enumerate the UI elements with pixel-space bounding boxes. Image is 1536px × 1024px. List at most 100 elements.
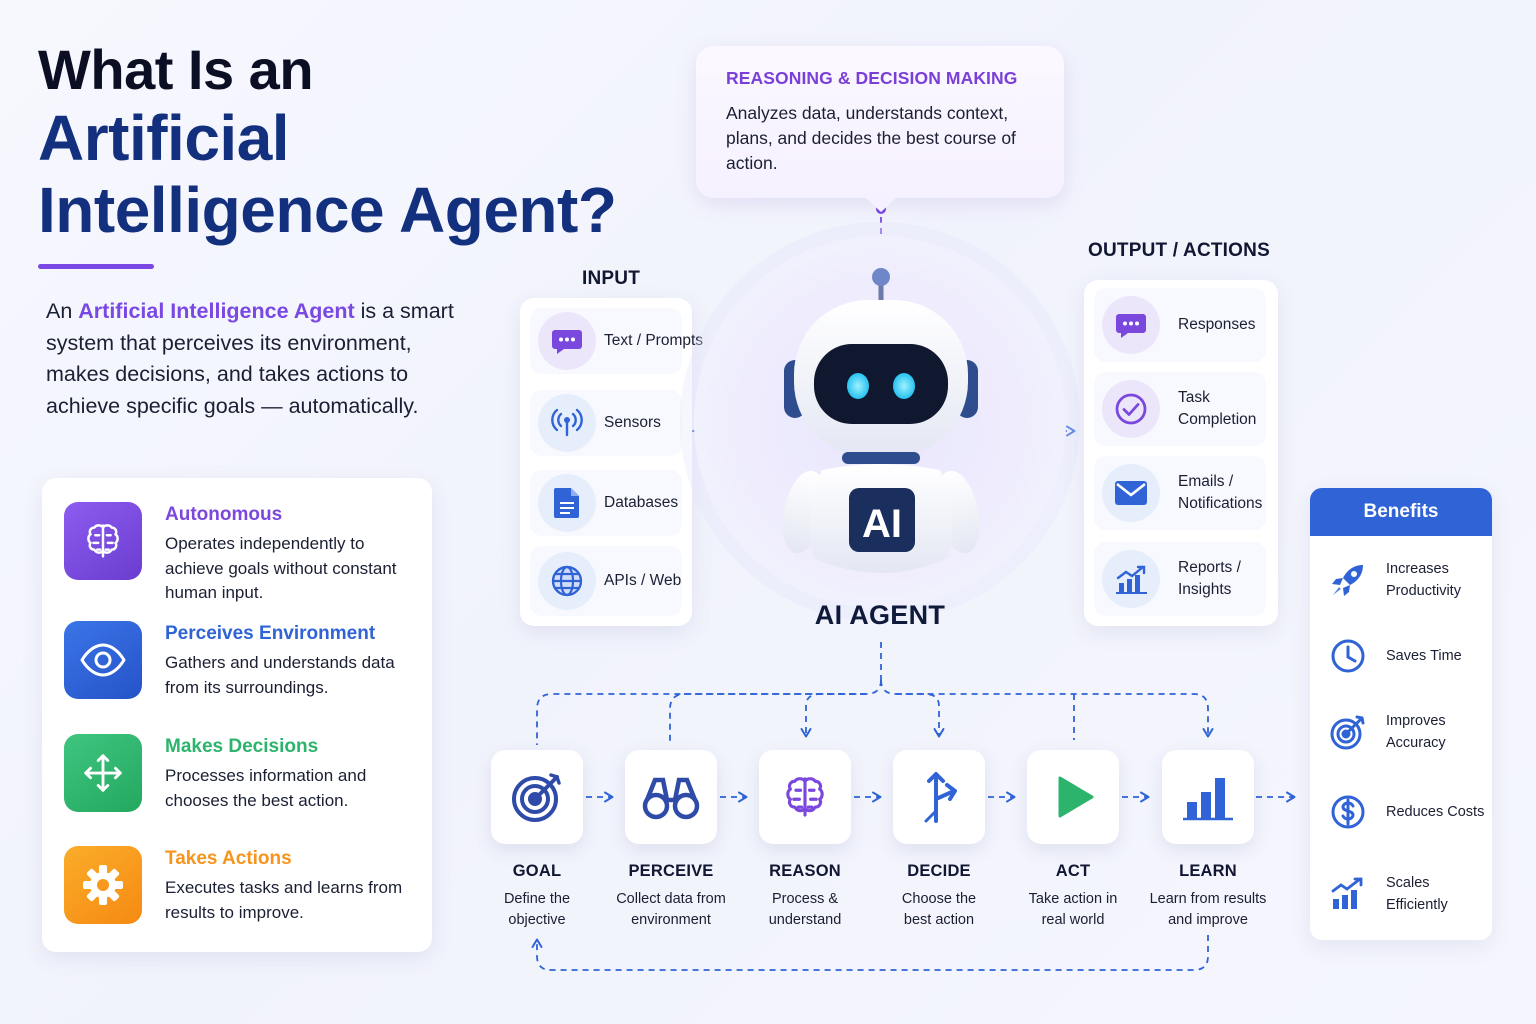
step-act: ACT Take action in real world (998, 862, 1148, 931)
step-reason: REASON Process & understand (730, 862, 880, 931)
title-line-2: Artificial (38, 102, 290, 174)
intro-prefix: An (46, 299, 79, 323)
benefit-label: Improves Accuracy (1386, 713, 1446, 751)
feature-desc: Gathers and understands data from its su… (165, 653, 395, 697)
benefit-label: Scales Efficiently (1386, 875, 1448, 913)
rocket-icon (1328, 560, 1368, 600)
brain-icon (64, 502, 142, 580)
intro-highlight: Artificial Intelligence Agent (78, 299, 355, 323)
output-title: OUTPUT / ACTIONS (1088, 240, 1270, 261)
feature-title: Makes Decisions (165, 736, 319, 757)
input-item-apis: APIs / Web (530, 546, 682, 616)
robot-icon: AI (782, 268, 980, 573)
step-desc: Take action in real world (1028, 891, 1118, 928)
input-title: INPUT (582, 268, 640, 289)
growth-chart-icon (1328, 874, 1368, 914)
intro-paragraph: An Artificial Intelligence Agent is a sm… (46, 296, 456, 422)
benefits-title: Benefits (1310, 488, 1492, 536)
step-perceive: PERCEIVE Collect data from environment (596, 862, 746, 931)
chart-icon (1102, 550, 1160, 608)
feature-title: Autonomous (165, 504, 283, 525)
arrows-icon (64, 734, 142, 812)
step-goal-card (491, 750, 583, 844)
output-label: Reports / Insights (1178, 559, 1241, 598)
step-desc: Define the objective (503, 891, 571, 928)
step-title: LEARN (1179, 862, 1237, 880)
output-item-reports: Reports / Insights (1094, 542, 1266, 616)
step-title: PERCEIVE (628, 862, 714, 880)
globe-icon (538, 552, 596, 610)
bubble-tail (864, 196, 898, 212)
input-label: Sensors (604, 414, 661, 431)
target-icon (1328, 712, 1368, 752)
feature-makes-decisions: Makes Decisions Processes information an… (64, 734, 424, 834)
title-divider (38, 264, 154, 269)
feature-takes-actions: Takes Actions Executes tasks and learns … (64, 846, 424, 946)
title-line-3: Intelligence Agent? (38, 174, 617, 246)
benefit-label: Saves Time (1386, 648, 1462, 664)
split-arrow-icon (924, 772, 957, 823)
reasoning-title: REASONING & DECISION MAKING (726, 68, 1018, 88)
input-panel: Text / Prompts Sensors Databases (520, 298, 703, 626)
step-act-card (1027, 750, 1119, 844)
dollar-icon (1328, 792, 1368, 832)
feature-desc: Operates independently to achieve goals … (165, 534, 397, 602)
intro-suffix: is a smart system that perceives its env… (46, 299, 454, 418)
benefit-scales: Scales Efficiently (1310, 864, 1492, 924)
step-title: REASON (769, 862, 841, 880)
feature-title: Takes Actions (165, 848, 292, 869)
step-learn: LEARN Learn from results and improve (1133, 862, 1283, 931)
eye-icon (64, 621, 142, 699)
clock-icon (1328, 636, 1368, 676)
output-label: Emails / Notifications (1178, 473, 1263, 512)
input-label: Text / Prompts (604, 332, 704, 349)
input-label: Databases (604, 494, 679, 511)
features-card: Autonomous Operates independently to ach… (42, 478, 432, 952)
sensor-icon (538, 394, 596, 452)
input-label: APIs / Web (604, 572, 682, 589)
output-item-responses: Responses (1094, 288, 1266, 362)
output-panel: Responses Task Completion Emails / Notif… (1084, 280, 1278, 626)
benefit-label: Increases Productivity (1386, 561, 1461, 599)
binoculars-icon (642, 777, 700, 820)
step-title: GOAL (512, 862, 562, 880)
step-desc: Collect data from environment (616, 891, 726, 928)
benefit-costs: Reduces Costs (1310, 782, 1492, 842)
feature-title: Perceives Environment (165, 623, 376, 644)
feature-desc: Executes tasks and learns from results t… (165, 878, 403, 922)
brain-icon (786, 777, 824, 817)
benefit-productivity: Increases Productivity (1310, 550, 1492, 610)
step-goal: GOAL Define the objective (462, 862, 612, 931)
benefit-accuracy: Improves Accuracy (1310, 702, 1492, 762)
document-icon (538, 474, 596, 532)
gear-icon (64, 846, 142, 924)
output-label: Task Completion (1178, 389, 1257, 428)
chat-icon (538, 312, 596, 370)
step-title: ACT (1055, 862, 1091, 880)
agent-label: AI AGENT (814, 600, 946, 630)
step-learn-card (1162, 750, 1254, 844)
page-title: What Is an Artificial Intelligence Agent… (38, 38, 678, 246)
benefit-label: Reduces Costs (1386, 804, 1485, 820)
step-title: DECIDE (907, 862, 971, 880)
bar-chart-icon (1183, 778, 1233, 821)
input-item-sensors: Sensors (530, 390, 682, 456)
check-circle-icon (1102, 380, 1160, 438)
reasoning-bubble: REASONING & DECISION MAKING Analyzes dat… (696, 46, 1064, 198)
target-icon (512, 773, 561, 822)
step-desc: Choose the best action (901, 891, 977, 928)
benefits-panel: Benefits Increases Productivity Saves Ti… (1310, 488, 1492, 940)
reasoning-desc: Analyzes data, understands context, plan… (726, 103, 1016, 173)
step-perceive-card (625, 750, 717, 844)
input-item-text: Text / Prompts (530, 308, 703, 374)
step-desc: Process & understand (768, 891, 842, 928)
step-desc: Learn from results and improve (1149, 891, 1267, 928)
agent-badge: AI (862, 502, 902, 546)
step-decide: DECIDE Choose the best action (864, 862, 1014, 931)
feature-desc: Processes information and chooses the be… (165, 766, 367, 810)
step-decide-card (893, 750, 985, 844)
output-item-emails: Emails / Notifications (1094, 456, 1266, 530)
feature-autonomous: Autonomous Operates independently to ach… (64, 502, 424, 602)
mail-icon (1102, 464, 1160, 522)
input-item-databases: Databases (530, 470, 682, 536)
